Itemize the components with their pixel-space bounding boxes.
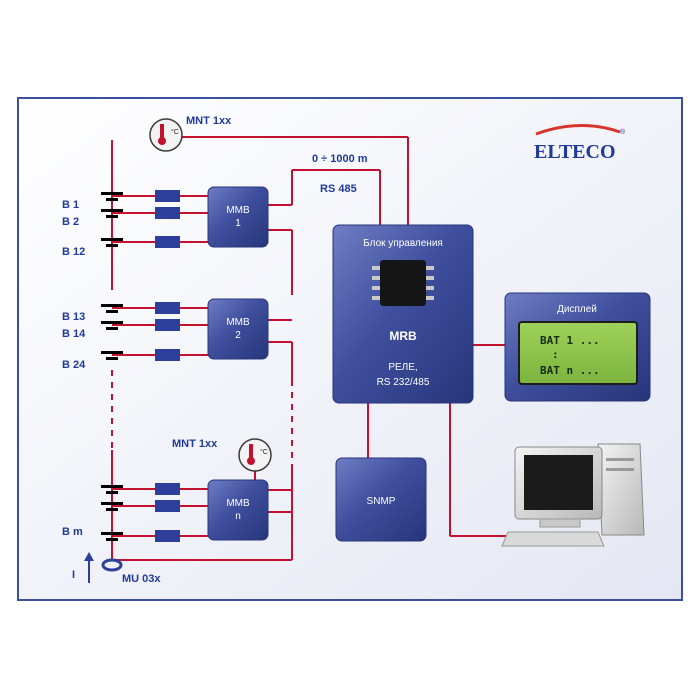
control-unit-line1: РЕЛЕ, <box>388 362 417 373</box>
lcd-screen <box>518 321 638 385</box>
battery-cell-b13 <box>101 304 123 313</box>
battery-cell-b2 <box>101 209 123 218</box>
wiring <box>111 136 512 561</box>
thermo-unit: °C <box>171 128 179 136</box>
current-sensor: I MU 03x <box>72 552 161 585</box>
battery-cell-bm <box>101 532 123 541</box>
display-title: Дисплей <box>557 304 597 315</box>
battery-label-b13: B 13 <box>62 311 85 323</box>
registered-mark: ® <box>620 128 626 136</box>
logo-text: ELTECO <box>534 141 616 163</box>
lcd-line-2: : <box>552 348 559 361</box>
battery-labels: B 1 B 2 B 12 B 13 B 14 B 24 B m <box>62 199 86 538</box>
battery-label-b12: B 12 <box>62 246 85 258</box>
connector-block <box>155 349 180 361</box>
lcd-line-1: BAT 1 ... <box>540 334 600 347</box>
mu-label: MU 03x <box>122 573 161 585</box>
connector-block <box>155 500 180 512</box>
control-unit-name: MRB <box>389 329 417 343</box>
mmb-module-1: MMB 1 <box>207 186 269 248</box>
control-unit-mrb: Блок управления MRB РЕЛЕ, RS 232/485 <box>332 224 474 404</box>
control-unit-line2: RS 232/485 <box>377 377 430 388</box>
battery-label-b1: B 1 <box>62 199 79 211</box>
display-unit: Дисплей BAT 1 ... : BAT n ... <box>504 292 651 402</box>
chip-icon <box>372 260 434 306</box>
battery-cell-b14 <box>101 321 123 330</box>
connector-block <box>155 302 180 314</box>
snmp-label: SNMP <box>367 496 396 507</box>
thermo-unit: °C <box>260 448 268 456</box>
battery-cells <box>101 192 123 541</box>
mmb-module-2: MMB 2 <box>207 298 269 360</box>
connector-blocks <box>155 190 180 542</box>
rs485-label: RS 485 <box>320 183 357 195</box>
mmb-1-name: MMB <box>226 205 250 216</box>
battery-cell-n1 <box>101 485 123 494</box>
elteco-logo: ELTECO ® <box>534 124 626 163</box>
control-unit-title: Блок управления <box>363 238 443 249</box>
mmb-n-index: n <box>235 511 241 522</box>
battery-cell-b24 <box>101 351 123 360</box>
mnt-bottom-label: MNT 1xx <box>172 438 218 450</box>
battery-label-bm: B m <box>62 526 83 538</box>
mnt-top-label: MNT 1xx <box>186 115 232 127</box>
connector-block <box>155 190 180 202</box>
mmb-module-n: MMB n <box>207 479 269 541</box>
arrow-up-icon <box>84 552 94 561</box>
battery-label-b14: B 14 <box>62 328 86 340</box>
lcd-line-3: BAT n ... <box>540 364 600 377</box>
connector-block <box>155 530 180 542</box>
distance-label: 0 ÷ 1000 m <box>312 153 368 165</box>
logo-swoosh <box>535 124 621 136</box>
battery-cell-b1 <box>101 192 123 201</box>
mmb-2-index: 2 <box>235 330 241 341</box>
current-label: I <box>72 569 75 581</box>
dashed-continuation <box>111 370 293 465</box>
connector-block <box>155 207 180 219</box>
mmb-2-name: MMB <box>226 317 250 328</box>
connector-block <box>155 483 180 495</box>
computer-icon <box>501 443 645 547</box>
connector-block <box>155 236 180 248</box>
connector-block <box>155 319 180 331</box>
mmb-n-name: MMB <box>226 498 250 509</box>
mmb-1-index: 1 <box>235 218 241 229</box>
battery-cell-n2 <box>101 502 123 511</box>
snmp-module: SNMP <box>335 457 427 542</box>
battery-cell-b12 <box>101 238 123 247</box>
battery-label-b2: B 2 <box>62 216 79 228</box>
thermometer-icon: °C <box>149 118 183 152</box>
thermometer-icon: °C <box>238 438 272 472</box>
battery-label-b24: B 24 <box>62 359 86 371</box>
